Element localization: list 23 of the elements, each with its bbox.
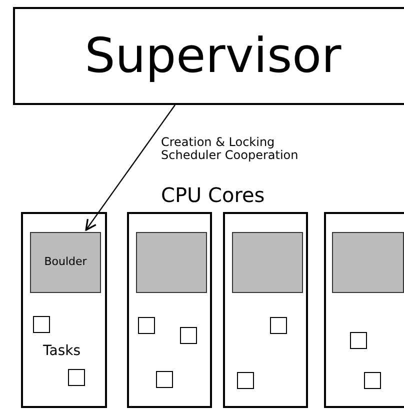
tasks-label: Tasks <box>43 344 81 360</box>
task-square <box>364 372 381 389</box>
group-heading: CPU Cores <box>161 184 265 206</box>
cpu-core-panel <box>21 212 107 408</box>
supervisor-title: Supervisor <box>84 30 342 82</box>
cpu-core-panel <box>324 212 404 408</box>
task-square <box>68 369 85 386</box>
task-square <box>270 317 287 334</box>
cpu-core-panel <box>127 212 212 408</box>
task-square <box>156 371 173 388</box>
boulder-box <box>332 232 404 293</box>
cpu-core-panel <box>223 212 308 408</box>
task-square <box>138 317 155 334</box>
boulder-box <box>232 232 303 293</box>
task-square <box>180 327 197 344</box>
supervisor-box <box>13 7 404 105</box>
boulder-box <box>136 232 207 293</box>
task-square <box>237 372 254 389</box>
arrow <box>85 104 176 231</box>
task-square <box>33 316 50 333</box>
boulder-box <box>30 232 101 293</box>
task-square <box>350 332 367 349</box>
node-label: Boulder <box>44 256 87 269</box>
